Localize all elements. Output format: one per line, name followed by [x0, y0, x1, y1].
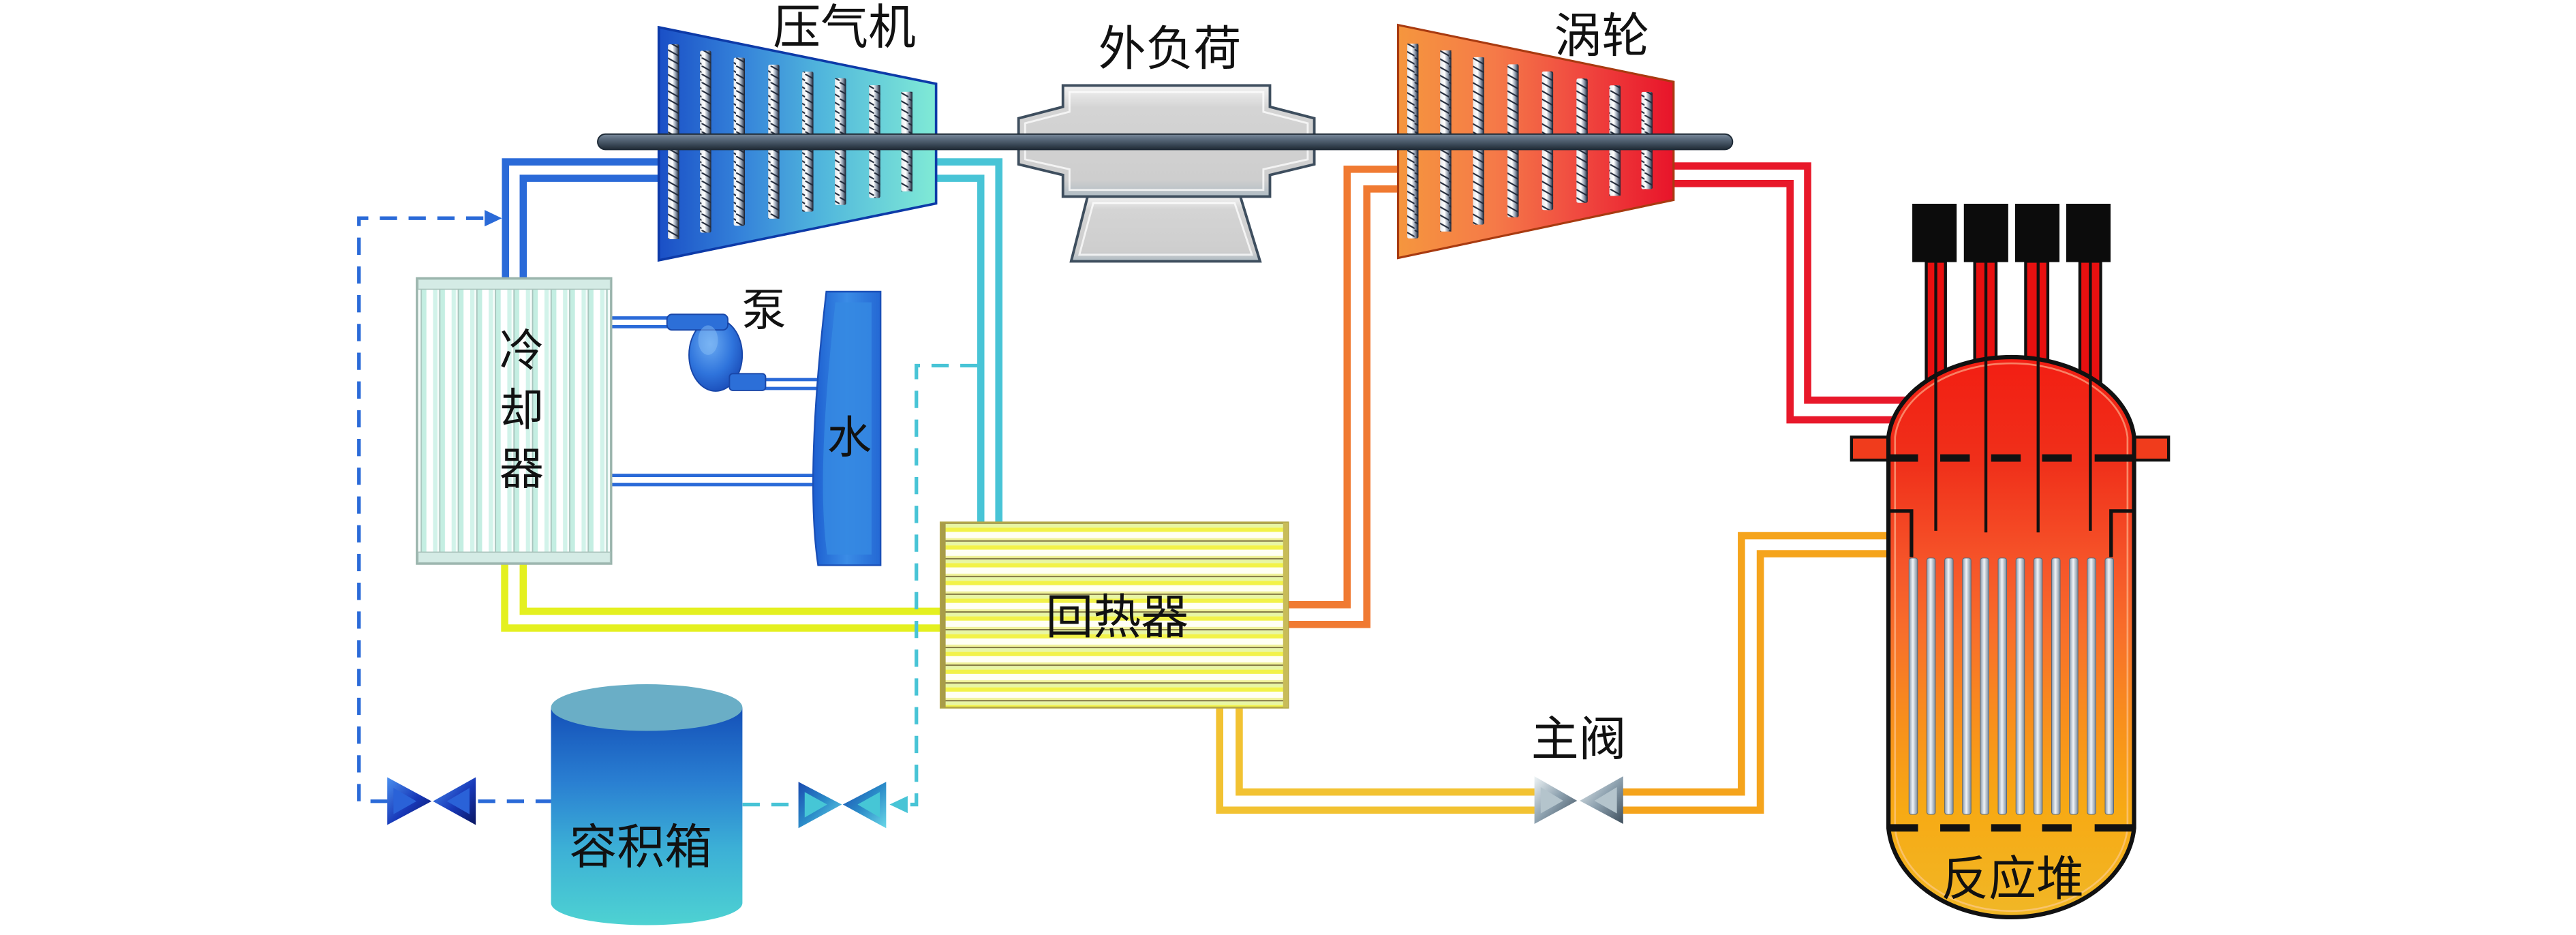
recuperator-body — [939, 521, 1289, 709]
pump-label: 泵 — [741, 285, 786, 336]
fuel-rod — [1962, 557, 1972, 815]
pipe-line — [502, 158, 659, 279]
control-rod-drive — [1912, 203, 1957, 262]
recuperator-label: 回热器 — [1045, 590, 1189, 645]
control-rod-drives — [1912, 203, 2111, 262]
pipe-line — [1619, 532, 1898, 796]
compressor-outlet-to-volume-tank-line — [742, 363, 978, 814]
fuel-rod — [2069, 557, 2079, 815]
recuperator-right-header — [1283, 522, 1288, 708]
fuel-rod — [2033, 557, 2043, 815]
cooling-water-lines — [611, 316, 823, 487]
fuel-rod — [2104, 557, 2114, 815]
fuel-rod — [1997, 557, 2008, 815]
pump-inlet-nozzle — [666, 313, 729, 331]
volume-tank-to-compressor-inlet-line — [357, 210, 552, 803]
pipe-reactor-turbine — [1672, 162, 1914, 424]
cooler-top-header — [417, 279, 611, 290]
pipes — [501, 158, 1914, 814]
pipe-recuperator-main-valve — [1216, 706, 1538, 814]
pipe-line — [501, 562, 942, 632]
arrow-left-icon — [889, 796, 908, 814]
pipe-turbine-recuperator — [1286, 166, 1400, 628]
water-bevel — [823, 302, 872, 555]
compressor-label: 压气机 — [773, 0, 916, 55]
fuel-rod — [2051, 557, 2061, 815]
pump — [666, 313, 767, 392]
pipe-line — [1619, 550, 1898, 814]
pump-outlet-nozzle — [729, 373, 767, 391]
reactor — [1850, 203, 2171, 919]
core-barrel — [1888, 509, 2134, 557]
main-valve — [1534, 776, 1623, 824]
dashed-line — [357, 216, 485, 803]
fuel-rod — [1926, 557, 1936, 815]
water-label: 水 — [827, 412, 872, 463]
volume-tank — [551, 684, 743, 925]
pipe-main-valve-reactor — [1619, 532, 1898, 814]
pipe-line — [519, 562, 942, 615]
pipe-cooler-recuperator — [501, 562, 942, 632]
labels: 压气机 外负荷 涡轮 泵 冷却器 水 回热器 主阀 容积箱 反应堆 — [491, 0, 2084, 906]
cooler-tube-bank — [420, 289, 608, 553]
cooler — [416, 277, 613, 565]
water-reservoir — [812, 290, 882, 566]
fuel-rod — [1944, 557, 1954, 815]
recuperator-left-header — [940, 522, 946, 708]
valve-left-wedge-face — [804, 792, 827, 818]
fuel-rod — [1980, 557, 1989, 815]
tank-top — [551, 684, 743, 731]
pipe-line — [519, 174, 659, 279]
volume-tank-label: 容积箱 — [569, 820, 712, 875]
arrow-right-icon — [485, 210, 502, 227]
reactor-label: 反应堆 — [1941, 851, 2084, 906]
pipe-line — [1236, 706, 1538, 796]
cooler-bottom-header — [417, 551, 611, 564]
load-base-bevel — [1077, 202, 1253, 256]
fuel-rod-bundle — [1908, 557, 2114, 815]
pipe-line — [934, 174, 985, 523]
fuel-rod — [1908, 557, 1918, 815]
pipe-line — [934, 158, 1003, 523]
load-base — [1069, 195, 1262, 263]
main-valve-label: 主阀 — [1531, 711, 1627, 767]
pipe-line — [1286, 185, 1400, 628]
tank-body — [551, 707, 743, 925]
turbine-label: 涡轮 — [1554, 8, 1650, 63]
cooler-label: 冷却器 — [491, 327, 543, 504]
control-rod-drive — [1963, 203, 2008, 262]
load-upper-bevel — [1024, 91, 1309, 191]
pipe-cooler-compressor — [502, 158, 659, 279]
valve-right-wedge-face — [446, 788, 470, 814]
pipe-line — [1216, 706, 1538, 814]
pipe-line — [1672, 162, 1914, 404]
dashed-line — [906, 363, 978, 807]
shaft — [597, 133, 1734, 151]
volume-tank-inlet-valve — [798, 782, 887, 829]
valve-left-wedge-face — [393, 788, 417, 814]
valve-right-wedge-face — [1594, 786, 1617, 814]
pipe-compressor-recuperator — [934, 158, 1003, 523]
fuel-rod — [2087, 557, 2096, 815]
reactor-vessel — [1886, 354, 2136, 919]
control-rods — [1934, 261, 2092, 533]
pipe-line — [1672, 180, 1906, 424]
valve-left-wedge-face — [1540, 786, 1563, 814]
pipe-line — [1286, 166, 1400, 609]
volume-tank-outlet-valve — [387, 777, 476, 825]
pump-highlight — [698, 325, 718, 355]
valve-right-wedge-face — [857, 792, 880, 818]
fuel-rod — [2015, 557, 2025, 815]
control-rod-drive — [2014, 203, 2060, 262]
recuperator — [939, 521, 1289, 709]
external-load — [1017, 84, 1316, 263]
external-load-label: 外负荷 — [1099, 22, 1242, 77]
control-rod-drive — [2066, 203, 2111, 262]
